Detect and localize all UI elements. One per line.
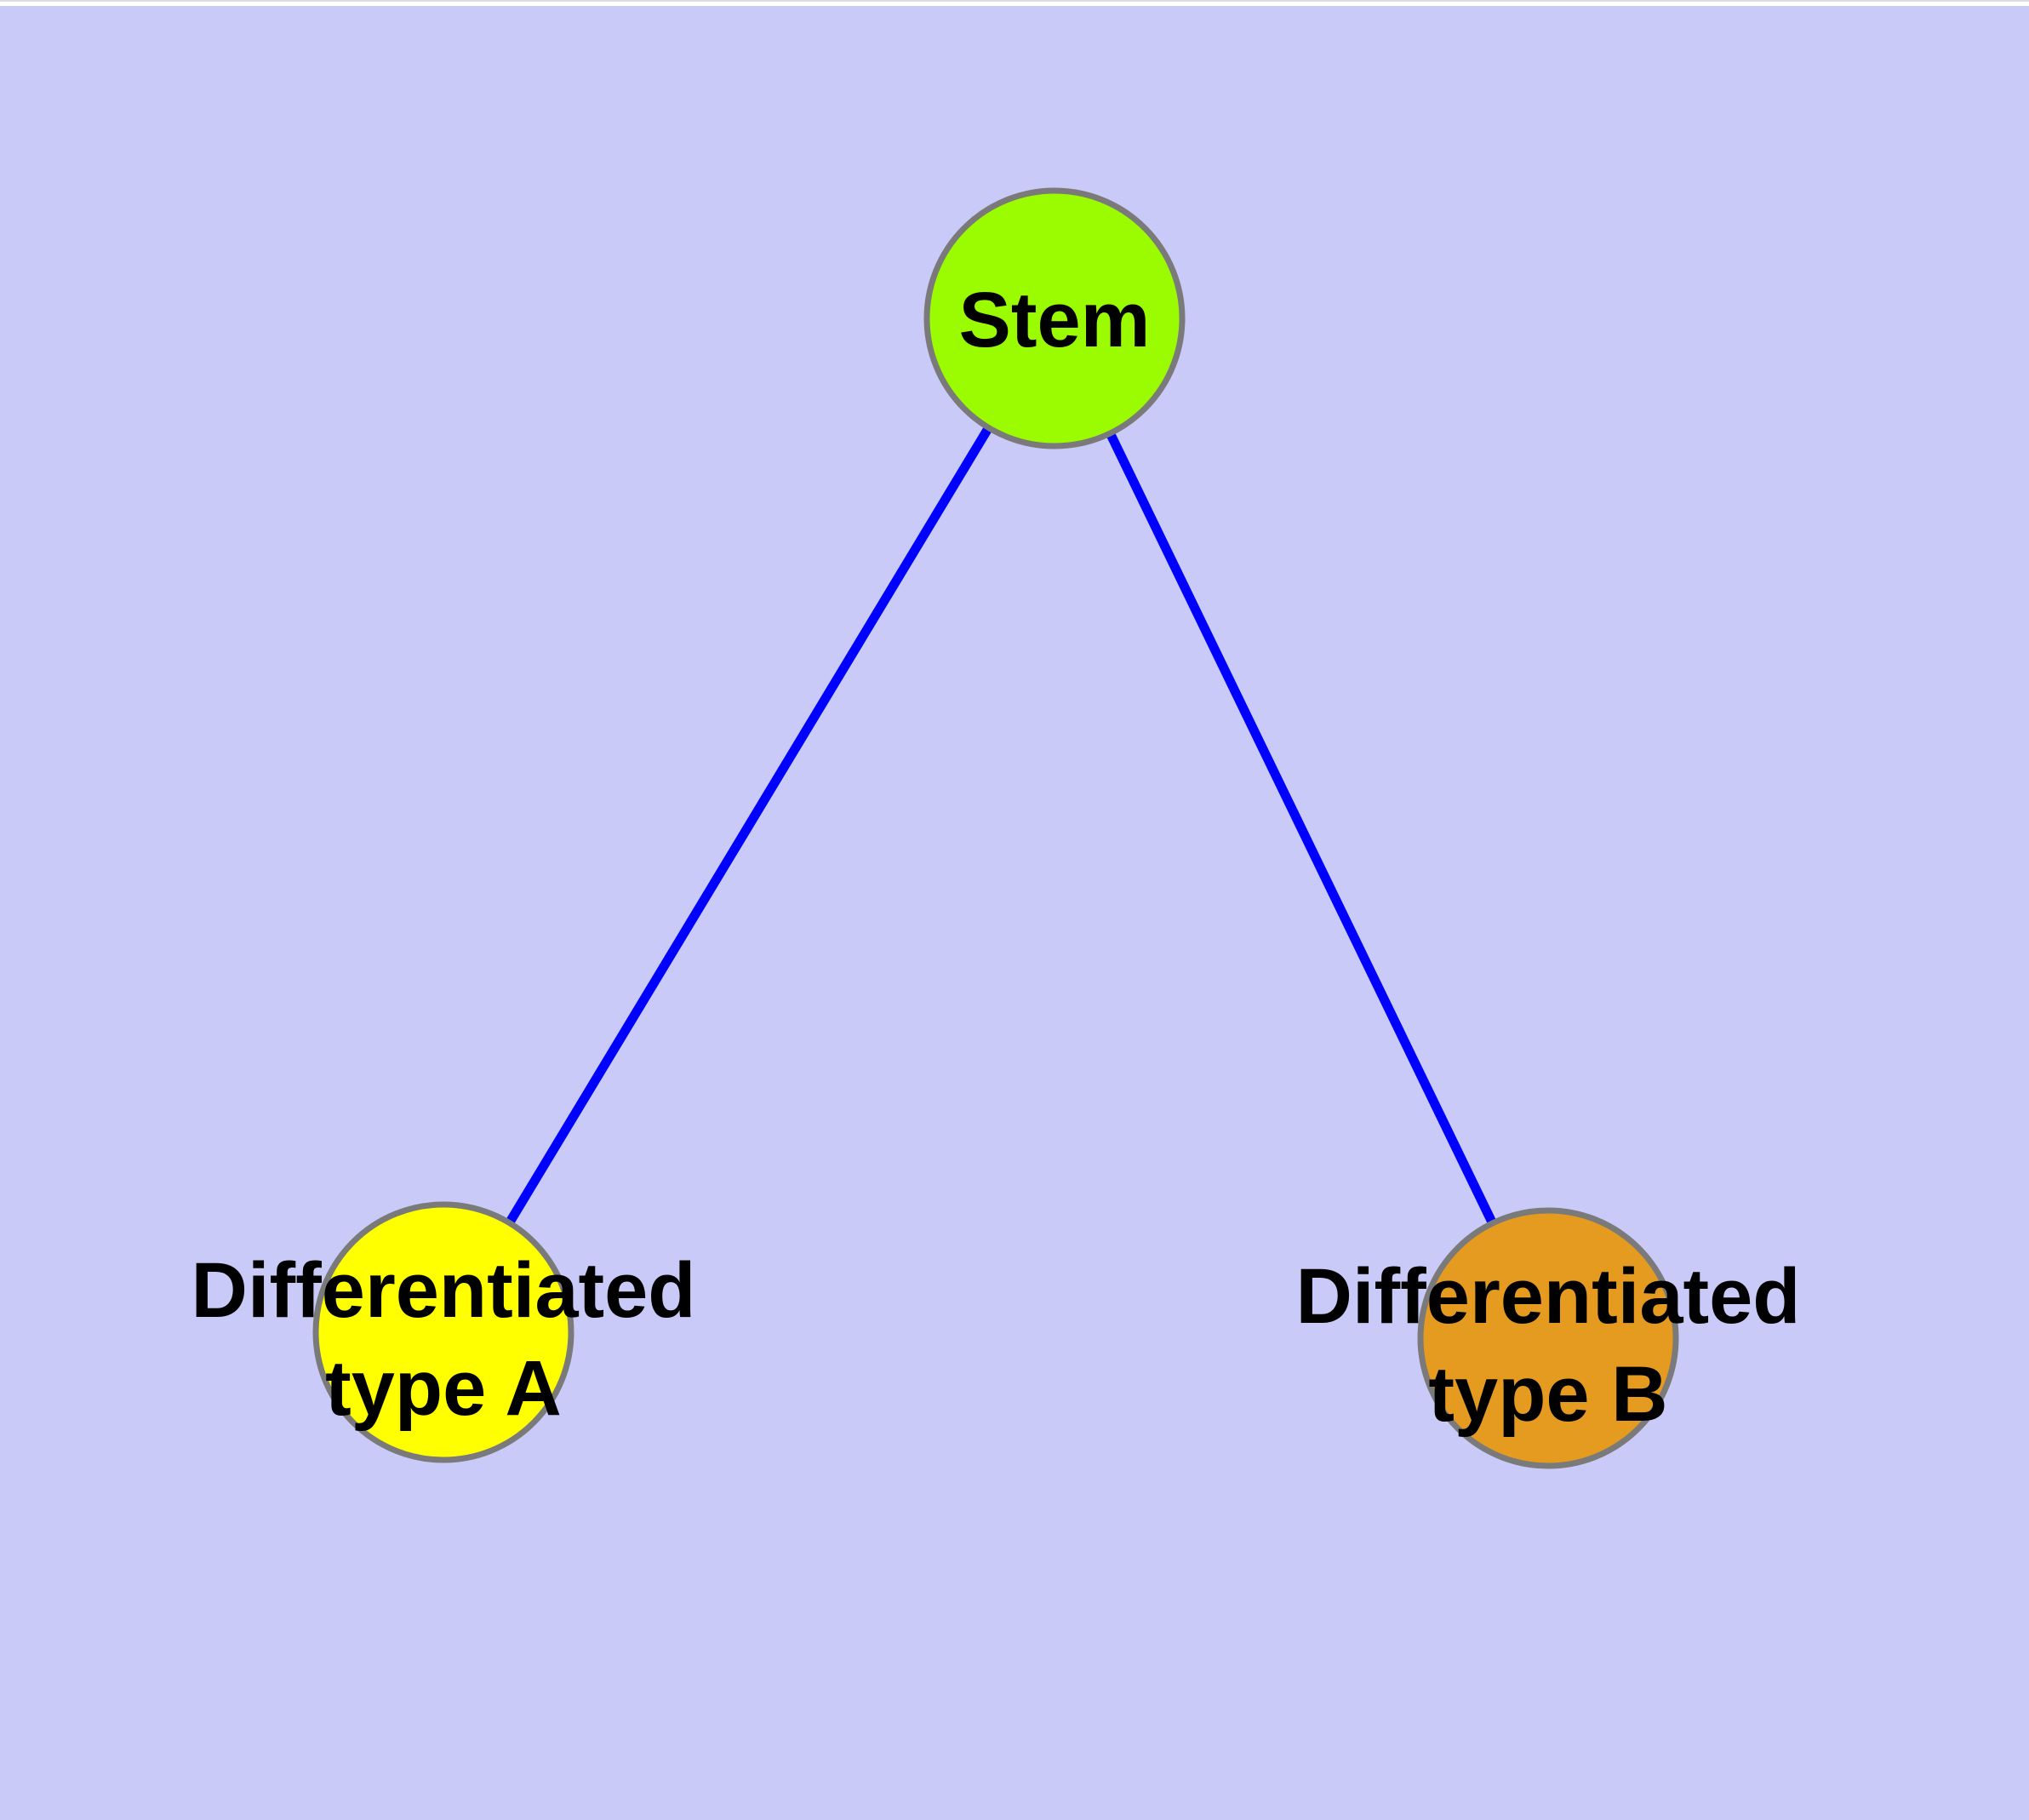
node-differentiated-type-b[interactable] [1417, 1207, 1679, 1469]
edge-stem-to-type-b[interactable] [1050, 316, 1552, 1341]
node-differentiated-type-a-label-line1: Differentiated [191, 1247, 696, 1334]
node-differentiated-type-a[interactable] [312, 1201, 574, 1463]
node-differentiated-type-b-label-line1: Differentiated [1296, 1253, 1801, 1340]
node-differentiated-type-a-label-line2: type A [325, 1345, 562, 1432]
node-differentiated-type-b-label-line2: type B [1428, 1351, 1667, 1438]
window-top-hairline [0, 0, 2029, 2]
edge-stem-to-type-a[interactable] [439, 316, 1059, 1335]
node-stem[interactable] [923, 187, 1186, 449]
window-top-edge [0, 0, 2029, 6]
node-stem-label: Stem [959, 277, 1151, 363]
